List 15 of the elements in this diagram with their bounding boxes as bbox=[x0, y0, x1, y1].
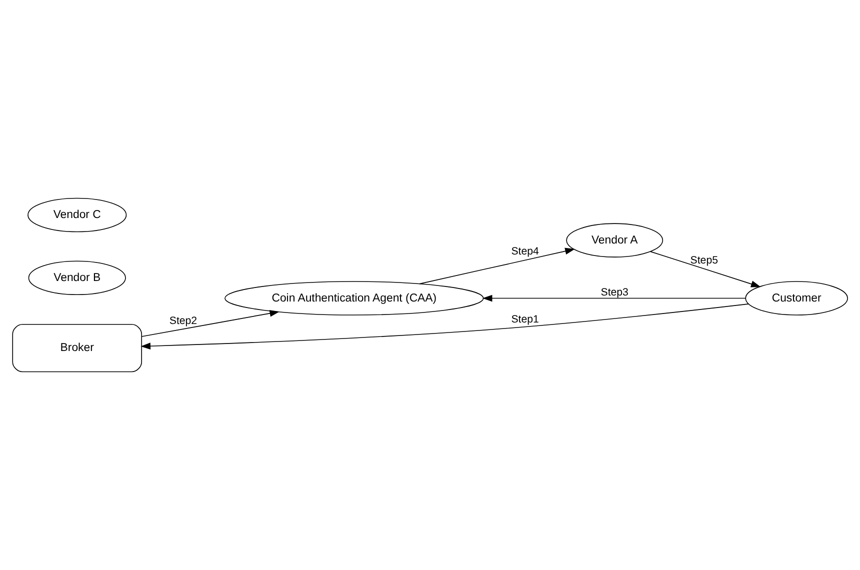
edge-label: Step2 bbox=[169, 314, 198, 327]
node-ellipse: Vendor C bbox=[28, 198, 127, 232]
node-box: Broker bbox=[12, 324, 142, 372]
arrow bbox=[650, 251, 761, 288]
node-ellipse: Vendor A bbox=[566, 223, 664, 258]
edge-label: Step4 bbox=[511, 246, 539, 258]
arrow bbox=[419, 248, 575, 284]
arrow bbox=[482, 294, 746, 302]
node-ellipse: Coin Authentication Agent (CAA) bbox=[224, 281, 484, 316]
arrow bbox=[141, 310, 280, 337]
edge-label: Step3 bbox=[600, 286, 628, 298]
arrow bbox=[140, 304, 750, 350]
edge-label: Step1 bbox=[511, 313, 539, 326]
edge-label: Step5 bbox=[690, 254, 718, 266]
node-ellipse: Vendor B bbox=[28, 260, 126, 296]
